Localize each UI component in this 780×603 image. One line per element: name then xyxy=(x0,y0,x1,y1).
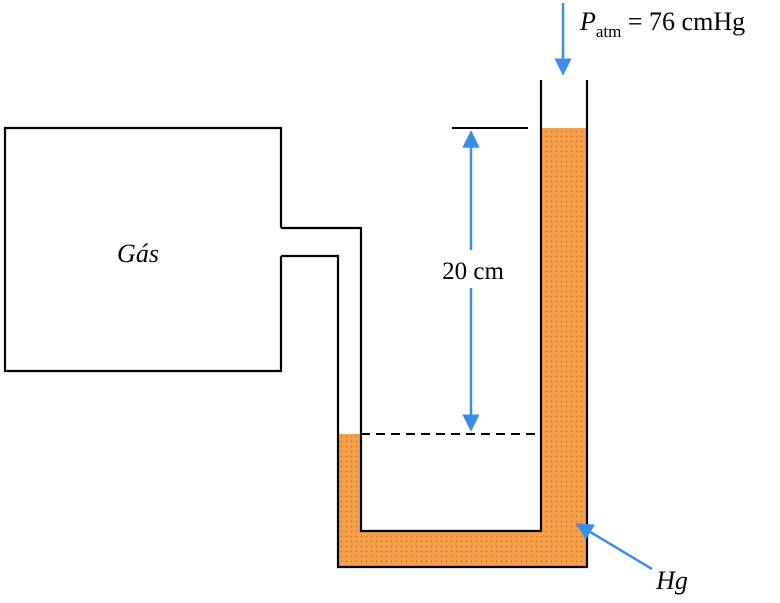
mercury-pointer-arrow xyxy=(575,522,653,571)
gas-label: Gás xyxy=(117,239,159,268)
height-label: 20 cm xyxy=(442,258,504,285)
patm-label: Patm = 76 cmHg xyxy=(579,7,745,41)
mercury-column xyxy=(338,128,587,567)
mercury-label: Hg xyxy=(655,566,688,595)
gas-container xyxy=(3,80,589,569)
